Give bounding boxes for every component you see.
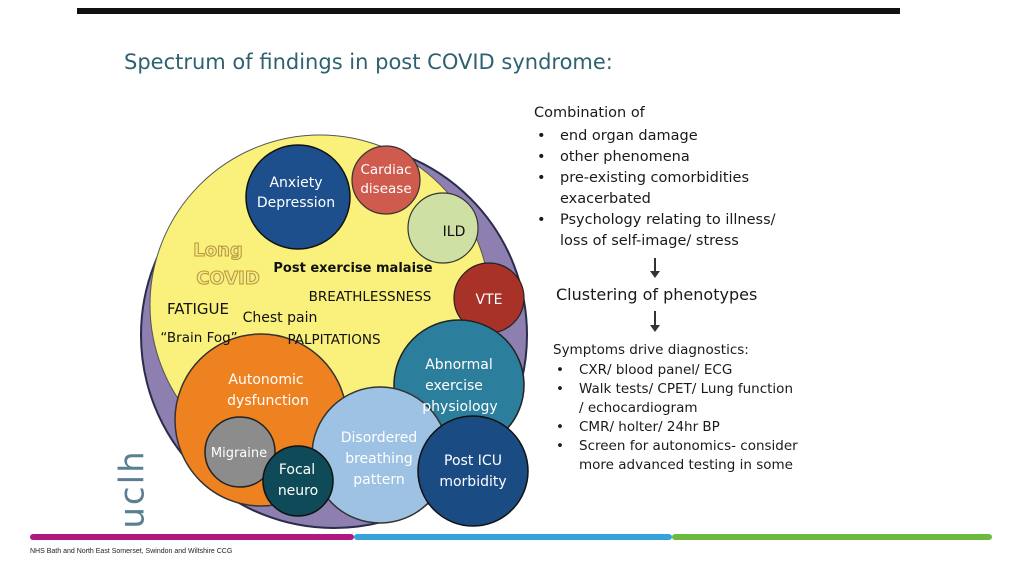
post-exercise-malaise-label: Post exercise malaise xyxy=(273,261,432,276)
footer-bar-blue xyxy=(354,534,672,540)
footer-text: NHS Bath and North East Somerset, Swindo… xyxy=(30,548,233,555)
slide-top-border xyxy=(77,8,900,14)
combination-item: pre-existing comorbidities exacerbated xyxy=(534,168,760,210)
ild-label: ILD xyxy=(443,224,466,240)
anxiety-label-1: Anxiety xyxy=(269,175,322,191)
disordered-label-1: Disordered xyxy=(341,430,418,446)
slide-title: Spectrum of findings in post COVID syndr… xyxy=(124,50,613,74)
anxiety-depression-circle xyxy=(245,144,351,250)
cardiac-label-1: Cardiac xyxy=(360,162,411,178)
cardiac-disease-circle xyxy=(351,145,421,215)
abnormal-label-3: physiology xyxy=(422,399,497,415)
combination-heading: Combination of xyxy=(534,105,645,121)
diagnostics-item: Walk tests/ CPET/ Lung function / echoca… xyxy=(553,380,794,418)
footer-bar-magenta xyxy=(30,534,354,540)
anxiety-label-2: Depression xyxy=(257,195,335,211)
combination-item: end organ damage xyxy=(534,126,834,147)
abnormal-label-1: Abnormal xyxy=(425,357,493,373)
chest-pain-label: Chest pain xyxy=(243,310,318,326)
post-icu-label-1: Post ICU xyxy=(444,453,502,469)
diagnostics-heading: Symptoms drive diagnostics: xyxy=(553,342,749,358)
footer-bar-green xyxy=(672,534,992,540)
long-covid-label-1: Long xyxy=(193,240,243,261)
fatigue-label: FATIGUE xyxy=(167,300,229,318)
focal-label-2: neuro xyxy=(278,483,318,499)
cardiac-label-2: disease xyxy=(360,181,411,197)
diagnostics-item: CXR/ blood panel/ ECG xyxy=(553,361,833,380)
ild-circle xyxy=(407,192,479,264)
diagnostics-list: Symptoms drive diagnostics: CXR/ blood p… xyxy=(553,341,833,475)
post-icu-morbidity-circle xyxy=(417,415,529,527)
focal-neuro-circle xyxy=(262,445,334,517)
disordered-label-3: pattern xyxy=(353,472,404,488)
autonomic-label-2: dysfunction xyxy=(227,393,309,409)
long-covid-label-2: COVID xyxy=(196,268,260,289)
down-arrow-icon xyxy=(650,258,660,278)
autonomic-label-1: Autonomic xyxy=(228,372,303,388)
migraine-circle xyxy=(204,416,276,488)
combination-item: other phenomena xyxy=(534,147,834,168)
down-arrow-icon xyxy=(650,311,660,332)
combination-item: Psychology relating to illness/ loss of … xyxy=(534,210,795,252)
post-icu-label-2: morbidity xyxy=(439,474,506,490)
migraine-label: Migraine xyxy=(211,446,267,461)
diagnostics-item: Screen for autonomics- consider more adv… xyxy=(553,437,819,475)
vte-label: VTE xyxy=(476,292,503,308)
focal-label-1: Focal xyxy=(279,462,315,478)
combination-list: Combination of end organ damage other ph… xyxy=(534,102,834,252)
clustering-heading: Clustering of phenotypes xyxy=(556,285,758,304)
palpitations-label: PALPITATIONS xyxy=(287,332,380,348)
abnormal-label-2: exercise xyxy=(425,378,483,394)
brain-fog-label: “Brain Fog” xyxy=(160,330,237,346)
diagnostics-item: CMR/ holter/ 24hr BP xyxy=(553,418,833,437)
breathlessness-label: BREATHLESSNESS xyxy=(309,289,432,305)
disordered-label-2: breathing xyxy=(345,451,413,467)
